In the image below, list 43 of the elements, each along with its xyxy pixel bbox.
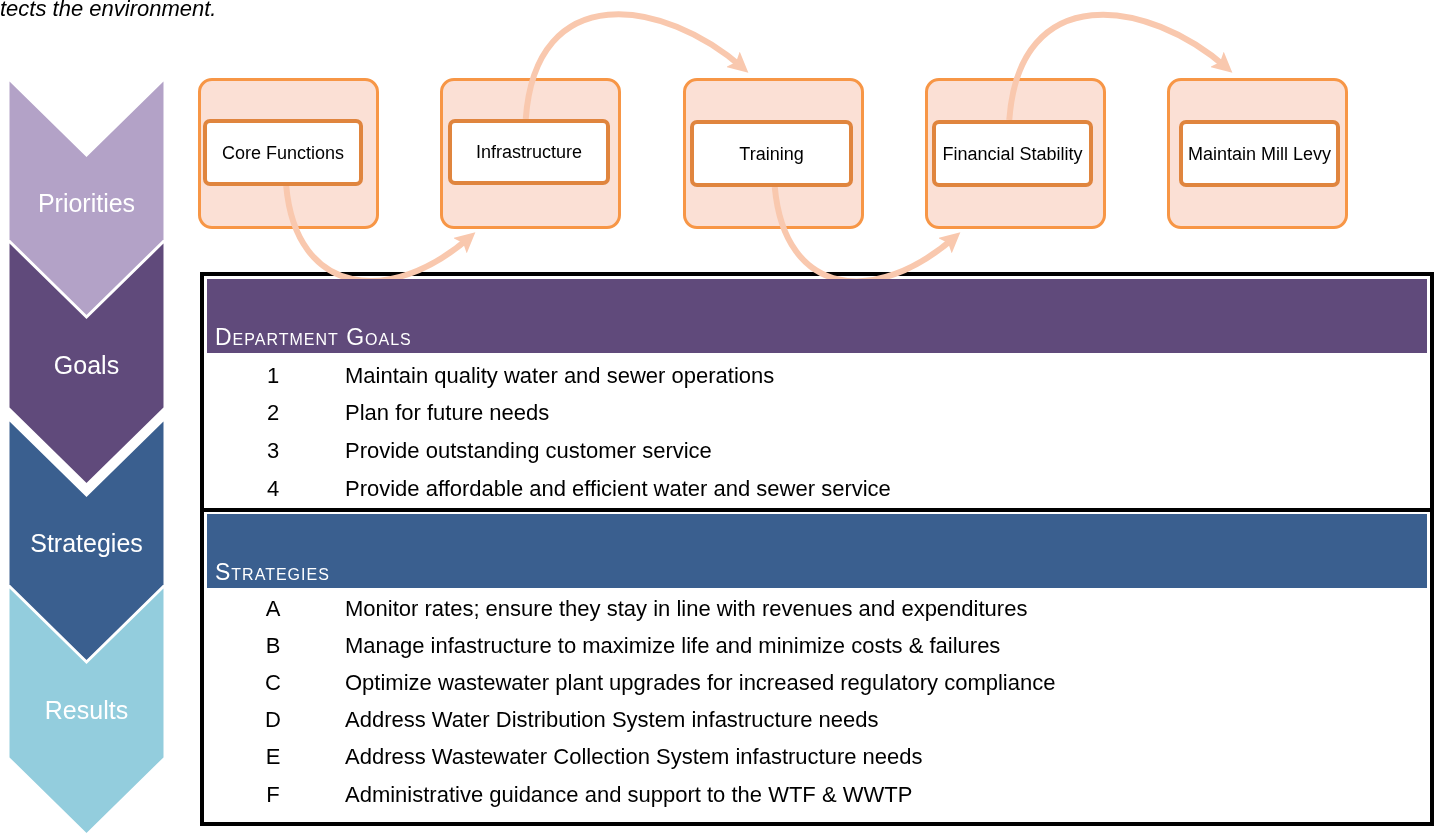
stage-label: Priorities [36, 188, 137, 218]
chevron-shape [8, 78, 165, 318]
rounded-box [198, 78, 379, 229]
chevron-shape [8, 418, 165, 663]
header-band: Strategies [207, 514, 1427, 588]
row-number: C [264, 669, 282, 697]
header-band: Department Goals [207, 279, 1427, 353]
chevron-shape [8, 240, 165, 485]
row-number: F [265, 781, 281, 809]
row-number: 2 [265, 399, 281, 427]
row-number: A [264, 595, 282, 623]
rounded-box [683, 78, 864, 229]
row-text: Provide outstanding customer service [345, 437, 712, 465]
row-text: Maintain quality water and sewer operations [345, 362, 775, 390]
row-number: 4 [265, 475, 281, 503]
rounded-box [440, 78, 621, 229]
row-text: Plan for future needs [345, 399, 550, 427]
text-box: Infrastructure [448, 119, 610, 185]
row-text: Address Water Distribution System infastructure needs [345, 706, 879, 734]
stage-label: Results [43, 695, 130, 725]
text-box: Core Functions [203, 119, 363, 186]
stage-label: Goals [52, 350, 121, 380]
row-number: 1 [265, 362, 281, 390]
row-text: Manage infastructure to maximize life and minimize costs & failures [345, 632, 1001, 660]
text-box: Financial Stability [932, 120, 1093, 187]
caption-text: tects the environment. [0, 0, 217, 22]
stage-label: Strategies [29, 528, 144, 558]
row-number: D [264, 706, 282, 734]
row-number: B [264, 632, 282, 660]
rounded-box [1167, 78, 1348, 229]
row-number: E [264, 743, 282, 771]
row-text: Monitor rates; ensure they stay in line with revenues and expenditures [345, 595, 1028, 623]
row-text: Address Wastewater Collection System infastructure needs [345, 743, 923, 771]
curved-arrow [1006, 12, 1233, 121]
curved-arrow [522, 11, 749, 120]
chevron-shape [8, 585, 165, 835]
rounded-box [925, 78, 1106, 229]
row-text: Optimize wastewater plant upgrades for increased regulatory compliance [345, 669, 1056, 697]
text-box: Maintain Mill Levy [1179, 120, 1340, 187]
row-text: Administrative guidance and support to the WTF & WWTP [345, 781, 913, 809]
text-box: Training [690, 120, 853, 187]
row-text: Provide affordable and efficient water and sewer service [345, 475, 891, 503]
row-number: 3 [265, 437, 281, 465]
